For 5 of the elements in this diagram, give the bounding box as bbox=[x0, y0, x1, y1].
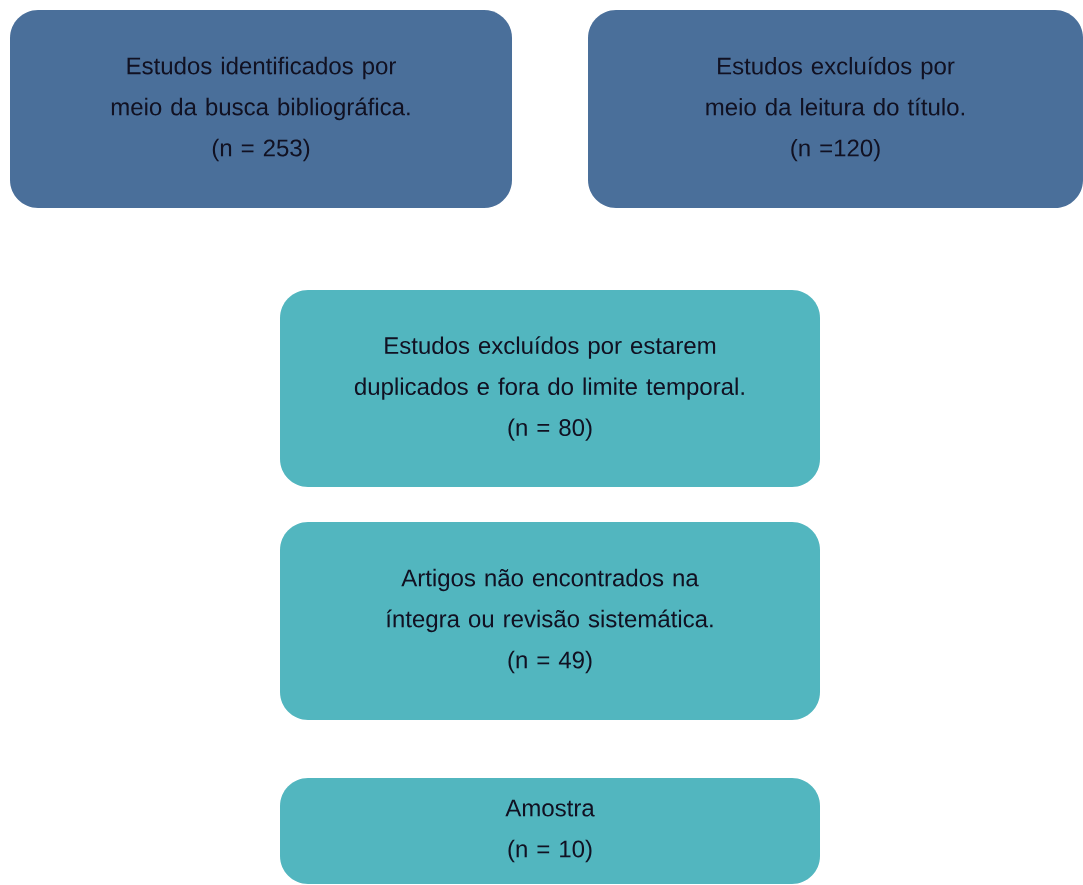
process-box: Artigos não encontrados na íntegra ou revisão sistemática. (n = 49) bbox=[280, 522, 820, 720]
process-box: Amostra (n = 10) bbox=[280, 778, 820, 884]
process-box: Estudos excluídos por meio da leitura do título. (n =120) bbox=[588, 10, 1083, 208]
process-box: Estudos excluídos por estarem duplicados e fora do limite temporal. (n = 80) bbox=[280, 290, 820, 487]
process-box: Estudos identificados por meio da busca bibliográfica. (n = 253) bbox=[10, 10, 512, 208]
